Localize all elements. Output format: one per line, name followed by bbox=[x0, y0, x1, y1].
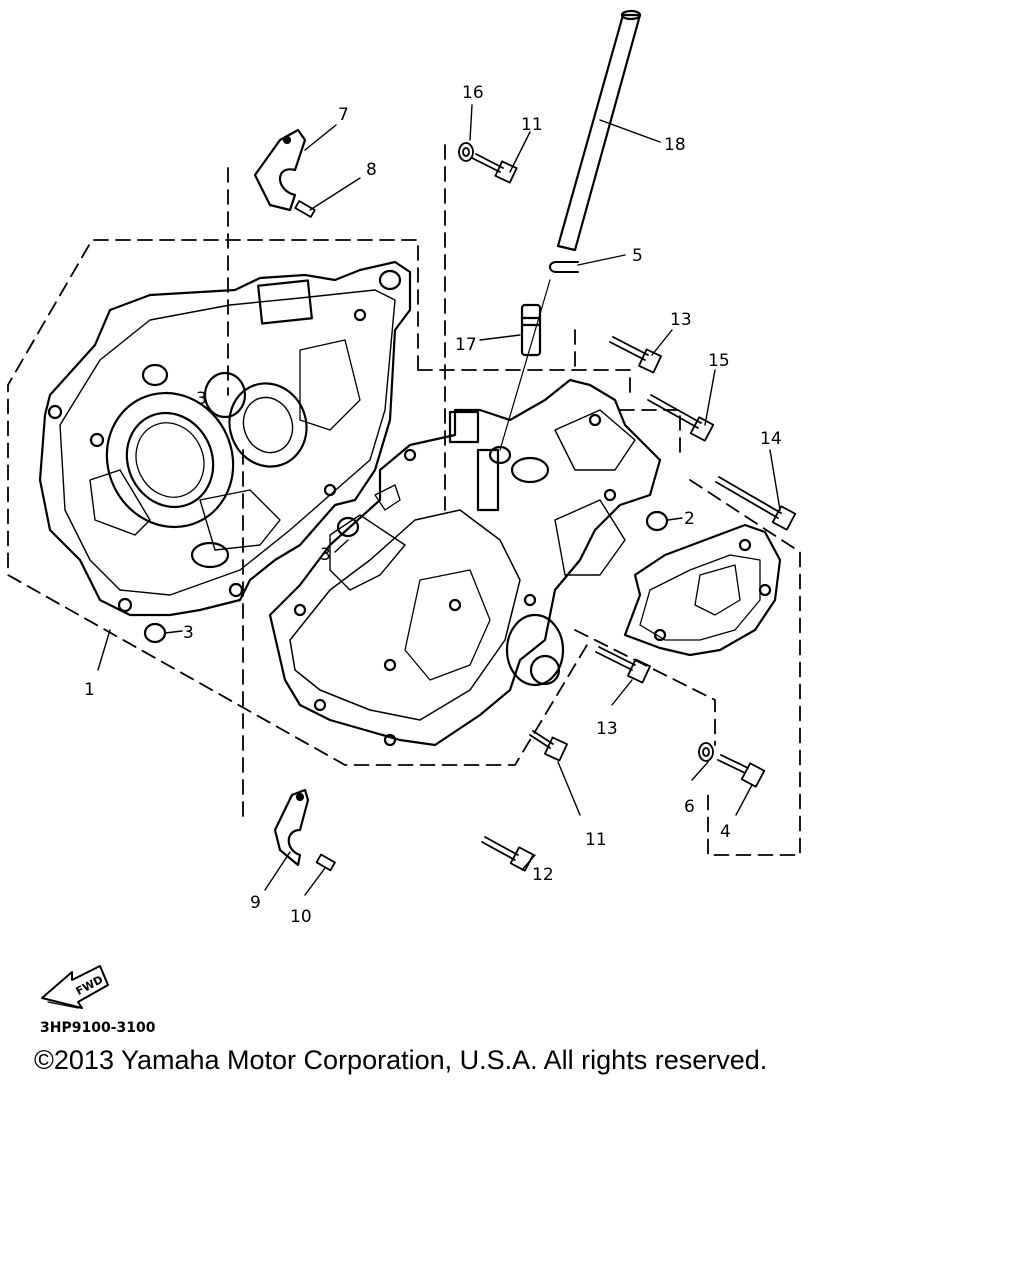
callout-13: 13 bbox=[670, 310, 692, 330]
callout-4: 4 bbox=[720, 822, 731, 842]
side-cover bbox=[623, 523, 782, 657]
callout-11: 11 bbox=[585, 830, 607, 850]
callout-10: 10 bbox=[290, 907, 312, 927]
callout-2: 2 bbox=[684, 509, 695, 529]
copyright-notice: ©2013 Yamaha Motor Corporation, U.S.A. A… bbox=[34, 1045, 768, 1075]
callout-16: 16 bbox=[462, 83, 484, 103]
callout-labels: 1 2 3 3 3 4 5 6 7 8 9 10 11 11 11 12 13 … bbox=[84, 83, 782, 927]
fwd-arrow-icon bbox=[41, 965, 109, 1009]
callout-3: 3 bbox=[196, 389, 207, 409]
callout-3: 3 bbox=[183, 623, 194, 643]
leader-lines bbox=[97, 104, 781, 896]
right-crankcase bbox=[268, 378, 662, 747]
callout-17: 17 bbox=[455, 335, 477, 355]
callout-7: 7 bbox=[338, 105, 349, 125]
callout-11: 11 bbox=[521, 115, 543, 135]
callout-18: 18 bbox=[664, 135, 686, 155]
callout-12: 12 bbox=[532, 865, 554, 885]
callout-1: 1 bbox=[84, 680, 95, 700]
plate-upper bbox=[253, 128, 307, 212]
hose-clip bbox=[549, 261, 579, 273]
part-code: 3HP9100-3100 bbox=[40, 1020, 156, 1036]
breather-hose bbox=[556, 9, 642, 252]
callout-13: 13 bbox=[596, 719, 618, 739]
breather-nipple bbox=[499, 279, 551, 451]
callout-5: 5 bbox=[632, 246, 643, 266]
callout-9: 9 bbox=[250, 893, 261, 913]
callout-15: 15 bbox=[708, 351, 730, 371]
assembly-dashed-outlines bbox=[7, 144, 801, 856]
callout-14: 14 bbox=[760, 429, 782, 449]
plate-lower bbox=[273, 788, 310, 867]
left-crankcase bbox=[38, 260, 412, 617]
callout-8: 8 bbox=[366, 160, 377, 180]
callout-3: 3 bbox=[320, 545, 331, 565]
dowel-pins bbox=[143, 510, 669, 644]
bolts bbox=[294, 142, 797, 872]
callout-6: 6 bbox=[684, 797, 695, 817]
